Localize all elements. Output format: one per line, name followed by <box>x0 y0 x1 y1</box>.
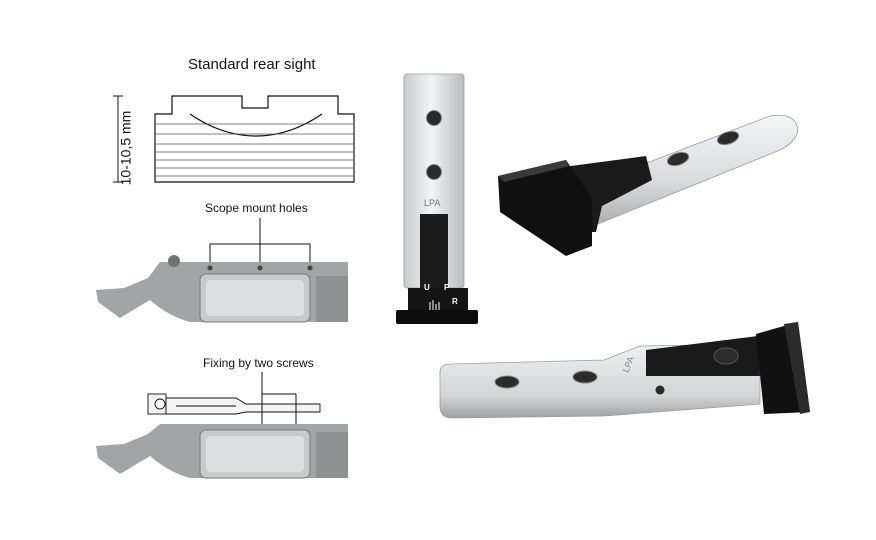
dimension-line <box>113 95 123 183</box>
mounted-sight-outline <box>147 393 321 415</box>
standard-rear-sight-title: Standard rear sight <box>188 56 316 73</box>
up-label: U <box>424 283 430 292</box>
fixing-screws-label: Fixing by two screws <box>203 356 314 370</box>
right-label: R <box>452 297 458 306</box>
sight-hatching <box>155 123 354 177</box>
brand-text-top: LPA <box>424 198 440 208</box>
revolver-frame-bottom <box>96 424 348 479</box>
sight-profile <box>154 95 355 183</box>
up-arrow-label: P <box>444 283 450 292</box>
revolver-frame-top <box>96 255 348 323</box>
scope-mount-holes-label: Scope mount holes <box>205 201 308 215</box>
